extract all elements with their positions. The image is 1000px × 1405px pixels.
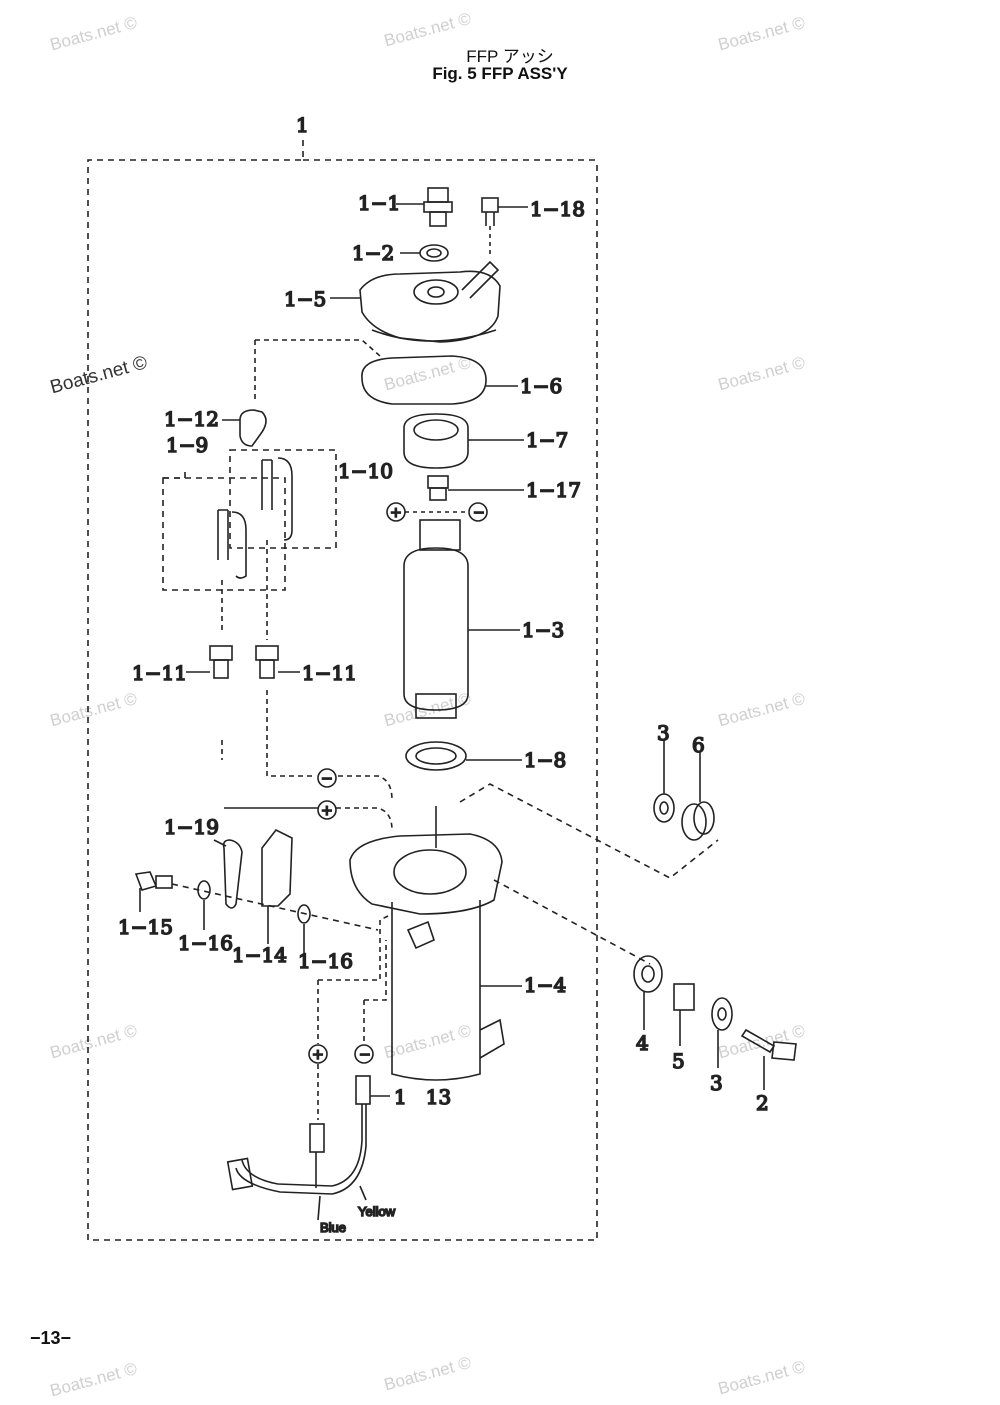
pump-terminal-signs [386, 502, 488, 522]
holder-1-7 [403, 413, 524, 469]
label-1: 1 [296, 113, 309, 137]
page-number: −13− [30, 1328, 72, 1348]
cover-1-5 [330, 260, 501, 343]
minus-symbol: − [473, 505, 485, 521]
label-1-12: 1−12 [164, 407, 219, 431]
label-1-16: 1−16 [178, 931, 233, 955]
label-1-15: 1−15 [118, 915, 173, 939]
screw-1-15 [134, 871, 173, 912]
group-1-9 [162, 477, 286, 591]
clip-1-19 [213, 839, 243, 909]
label-1-10: 1−10 [338, 459, 393, 483]
terminal-leads [217, 457, 293, 640]
label-1-11: 1−11 [302, 661, 357, 685]
grommet-6 [681, 752, 715, 841]
seal-1-8 [405, 741, 522, 771]
filter-case-1-4 [349, 806, 522, 1081]
label-1-8: 1−8 [524, 748, 566, 772]
label-1-3: 1−3 [522, 618, 564, 642]
plus-symbol: + [321, 803, 333, 819]
minus-symbol: − [359, 1047, 371, 1063]
bushing-5 [673, 983, 695, 1046]
figure-title-japanese: FFP アッシ [466, 47, 554, 66]
collar-4 [633, 955, 663, 1030]
label-5: 5 [672, 1049, 685, 1073]
label-3: 3 [710, 1071, 723, 1095]
minus-symbol: − [321, 771, 333, 787]
bracket-1-14 [261, 828, 293, 944]
label-1-2: 1−2 [352, 241, 394, 265]
label-1-5: 1−5 [284, 287, 326, 311]
label-1-6: 1−6 [520, 374, 562, 398]
gasket-1-6 [254, 339, 518, 405]
label-1-18: 1−18 [530, 197, 585, 221]
washer-3-bottom [711, 997, 733, 1068]
lead-wire-harness [226, 1075, 390, 1221]
label-6: 6 [692, 733, 705, 757]
label-1-17: 1−17 [526, 478, 581, 502]
label-1-19: 1−19 [164, 815, 219, 839]
label-1-9: 1−9 [166, 433, 208, 457]
label-2: 2 [756, 1091, 769, 1115]
plus-symbol: + [390, 505, 402, 521]
fuel-pump-1-3 [403, 519, 520, 719]
label-1-16: 1−16 [298, 949, 353, 973]
label-1-4: 1−4 [524, 973, 566, 997]
label-1-13: 1 13 [394, 1085, 451, 1109]
figure-title: Fig. 5 FFP ASS'Y [432, 64, 568, 83]
bolt-1-18 [481, 197, 528, 254]
label-1-1: 1−1 [358, 191, 400, 215]
fitting-1-1 [396, 187, 453, 227]
plug-1-11 [186, 645, 300, 679]
washer-3-top [653, 740, 675, 823]
label-1-14: 1−14 [232, 943, 287, 967]
wire-label-yellow: Yellow [358, 1204, 396, 1219]
group-1-10 [229, 449, 337, 549]
label-1-7: 1−7 [526, 428, 568, 452]
label-4: 4 [636, 1031, 649, 1055]
bolt-2 [740, 1028, 797, 1090]
label-1-11: 1−11 [132, 661, 187, 685]
cap-1-12 [222, 409, 267, 447]
washer-1-2 [400, 244, 449, 262]
plus-symbol: + [312, 1047, 324, 1063]
label-3: 3 [657, 721, 670, 745]
connector-1-17 [427, 475, 524, 501]
assembly-boundary [87, 140, 598, 1241]
wire-label-blue: Blue [320, 1220, 346, 1235]
